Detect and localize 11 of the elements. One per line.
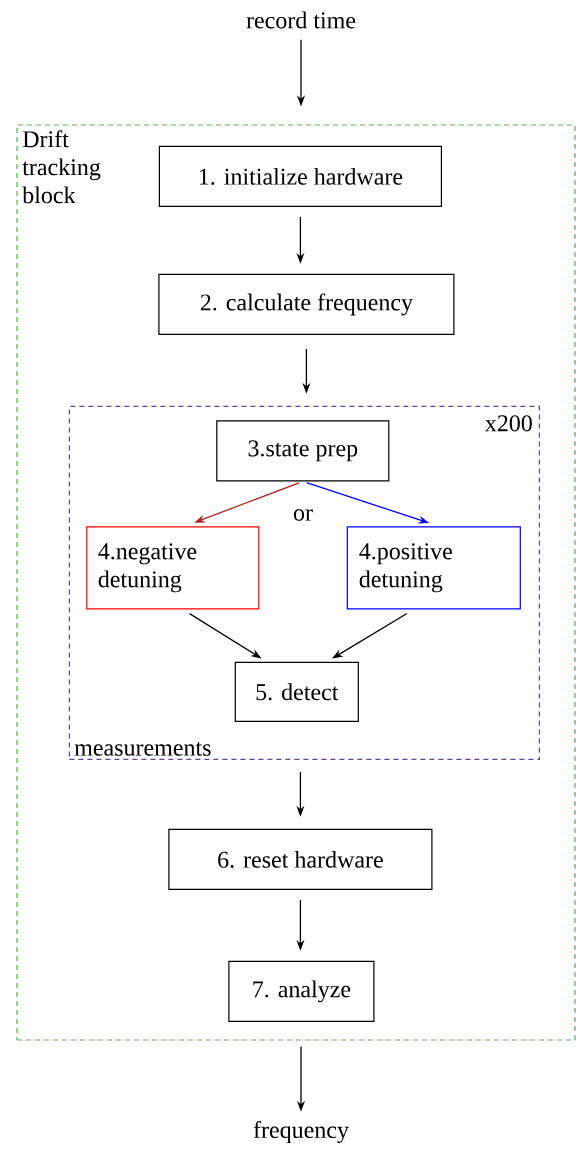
- process-box: 7. analyze: [228, 960, 375, 1022]
- process-box: 2. calculate frequency: [158, 273, 455, 335]
- note-text: or: [293, 509, 313, 521]
- process-box: 3.state prep: [216, 420, 390, 482]
- process-box: 6. reset hardware: [168, 828, 433, 890]
- terminal-text: record time: [246, 11, 356, 29]
- process-box: 4.positive detuning: [346, 526, 521, 610]
- terminal-text: frequency: [253, 1121, 349, 1144]
- process-box: 1. initialize hardware: [158, 145, 442, 207]
- process-box: 4.negative detuning: [86, 526, 260, 610]
- process-box: 5. detect: [234, 661, 359, 722]
